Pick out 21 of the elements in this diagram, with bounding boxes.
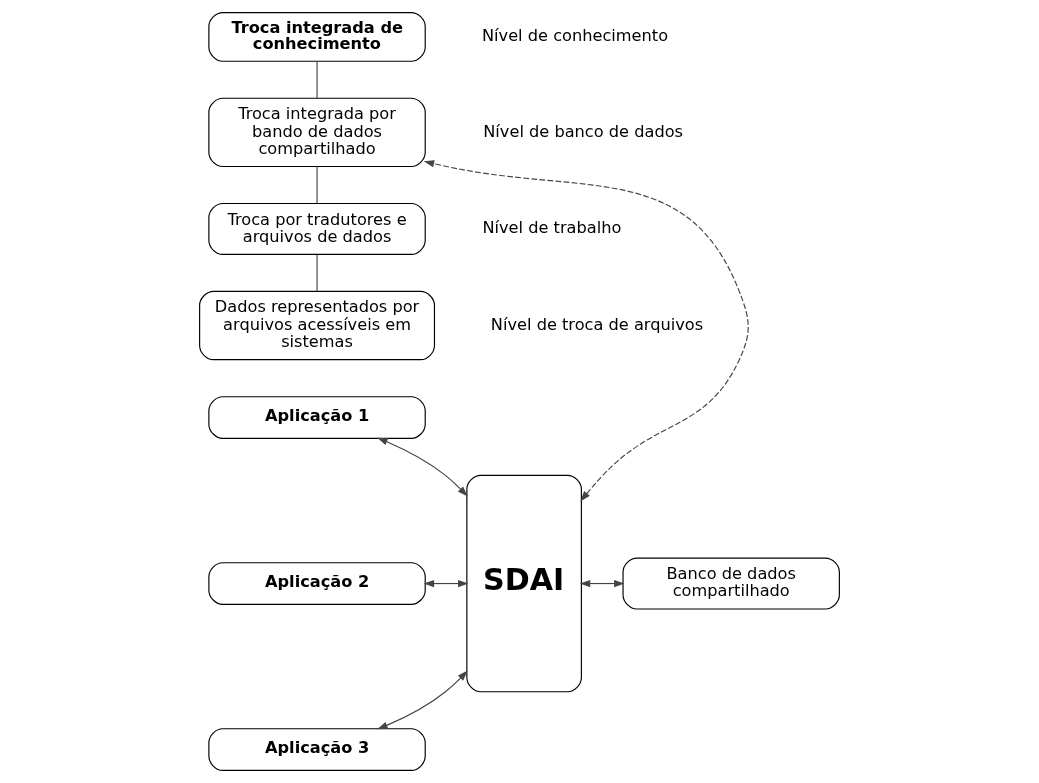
node-label: Nível de trabalho bbox=[482, 218, 622, 238]
arrow bbox=[377, 437, 468, 497]
arrow bbox=[423, 579, 469, 588]
arrow bbox=[377, 670, 468, 730]
connector bbox=[316, 165, 318, 204]
node-box: Banco de dados compartilhado bbox=[622, 557, 840, 610]
node-box: Troca por tradutores e arquivos de dados bbox=[208, 202, 426, 255]
node-label: Nível de conhecimento bbox=[481, 26, 669, 46]
node-box: Aplicação 3 bbox=[208, 728, 426, 771]
node-box: Dados representados por arquivos acessíveis em sistemas bbox=[199, 290, 436, 361]
connector bbox=[316, 254, 318, 292]
node-label: Nível de troca de arquivos bbox=[490, 314, 704, 334]
node-box: SDAI bbox=[466, 474, 582, 693]
arrow bbox=[579, 579, 625, 588]
arrow bbox=[423, 160, 749, 502]
connector bbox=[316, 61, 318, 99]
node-box: Aplicação 1 bbox=[208, 396, 426, 439]
node-box: Troca integrada por bando de dados compartilhado bbox=[208, 97, 426, 168]
node-box: Troca integrada de conhecimento bbox=[208, 12, 426, 62]
node-box: Aplicação 2 bbox=[208, 562, 426, 605]
node-label: Nível de banco de dados bbox=[483, 121, 684, 141]
